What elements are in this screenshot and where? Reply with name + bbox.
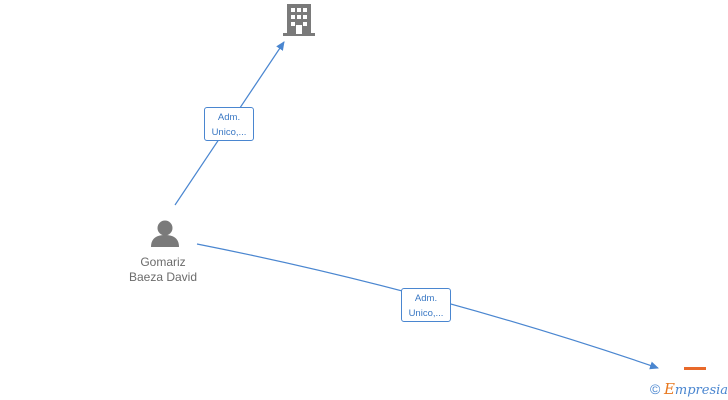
person-name[interactable]: Gomariz Baeza David (103, 255, 223, 285)
person-name-line2: Baeza David (128, 270, 198, 284)
edge-label-bottom-line2: Unico,... (408, 308, 444, 319)
copyright-icon: © (650, 381, 661, 397)
brand-initial: E (663, 380, 675, 398)
person-name-line1: Gomariz (140, 255, 186, 269)
empresia-watermark: © Empresia (650, 380, 728, 398)
person-icon[interactable] (151, 220, 179, 248)
company-bar-icon[interactable] (684, 367, 706, 370)
edge-label-top[interactable]: Adm. Unico,... (204, 107, 254, 141)
edge-label-bottom[interactable]: Adm. Unico,... (401, 288, 451, 322)
brand-name: mpresia (674, 383, 728, 398)
building-icon[interactable] (283, 4, 315, 36)
edge-label-bottom-line1: Adm. (414, 293, 438, 304)
edge-label-top-line2: Unico,... (211, 127, 247, 138)
edge-label-top-line1: Adm. (217, 112, 241, 123)
